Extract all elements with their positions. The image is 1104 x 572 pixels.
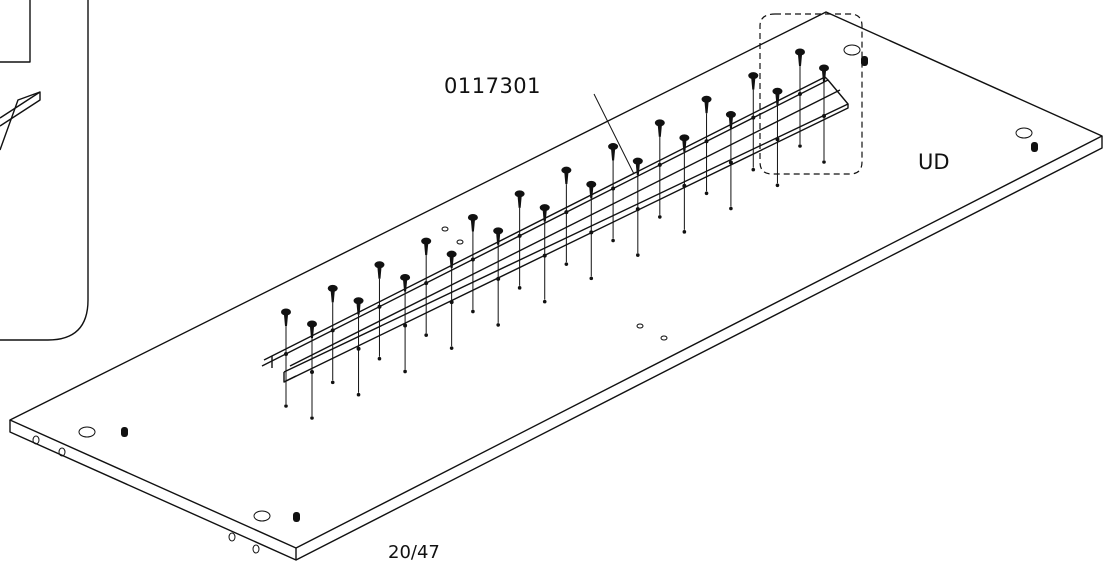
screw — [327, 284, 338, 385]
screw — [446, 250, 457, 350]
screw — [514, 190, 525, 290]
cam-fittings — [121, 56, 1038, 522]
part-leader-line — [593, 93, 635, 175]
part-number-label: 0117301 — [444, 74, 542, 98]
screw — [725, 111, 736, 211]
screw — [608, 143, 619, 243]
screw — [561, 166, 572, 266]
screw — [539, 204, 550, 304]
page-number: 20/47 — [388, 542, 440, 563]
screw — [819, 64, 829, 164]
screw — [632, 157, 643, 257]
screw — [772, 87, 783, 188]
panel-label: UD — [918, 150, 950, 174]
board-surface-holes — [78, 44, 1033, 522]
board-panel — [9, 11, 1103, 561]
screw — [654, 119, 665, 219]
screw — [400, 273, 411, 374]
screw — [748, 72, 759, 172]
rail-screws — [281, 48, 829, 420]
screw — [467, 213, 478, 314]
screw — [493, 227, 504, 327]
screw — [421, 237, 432, 337]
screw — [795, 48, 805, 148]
screw — [353, 297, 364, 397]
metal-rail — [261, 76, 849, 383]
inset-detail-frame — [0, 0, 89, 341]
screw — [374, 261, 385, 361]
board-edge-holes — [32, 435, 260, 554]
screw — [307, 320, 317, 420]
screw — [679, 134, 690, 234]
screw — [281, 308, 291, 408]
screw — [701, 95, 712, 196]
screw — [586, 180, 597, 281]
